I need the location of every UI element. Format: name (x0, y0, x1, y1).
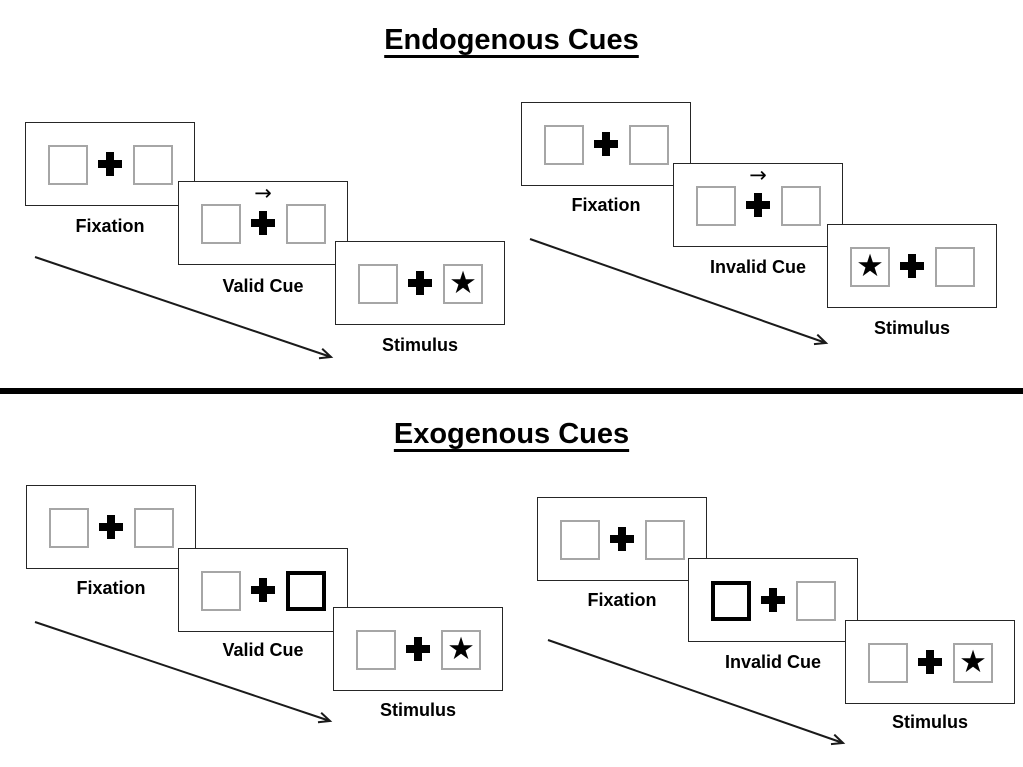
fixation-cross-icon (594, 132, 618, 156)
placeholder-box (134, 508, 174, 548)
placeholder-box (560, 520, 600, 560)
placeholder-box (286, 204, 326, 244)
fixation-cross-icon (761, 588, 785, 612)
panel-label: Fixation (75, 216, 145, 236)
panel-label: Stimulus (379, 700, 456, 720)
highlighted-cue-box (711, 581, 751, 621)
placeholder-box (781, 186, 821, 226)
screen-panel-fixation (25, 122, 195, 206)
placeholder-box: ★ (441, 630, 481, 670)
timeline-arrow (34, 621, 333, 724)
screen-panel-valid-cue: → (178, 181, 348, 265)
fixation-cross-icon (99, 515, 123, 539)
highlighted-cue-box (286, 571, 326, 611)
placeholder-box (696, 186, 736, 226)
screen-panel-invalid-cue: → (673, 163, 843, 247)
screen-panel-fixation (537, 497, 707, 581)
screen-panel-stimulus: ★ (827, 224, 997, 308)
placeholder-box (201, 204, 241, 244)
screen-panel-stimulus: ★ (335, 241, 505, 325)
panel-label: Stimulus (381, 335, 458, 355)
cue-arrow-icon: → (749, 163, 767, 187)
placeholder-box: ★ (850, 247, 890, 287)
placeholder-box (358, 264, 398, 304)
target-star-icon: ★ (449, 264, 477, 301)
screen-panel-invalid-cue (688, 558, 858, 642)
panel-label: Valid Cue (222, 276, 304, 296)
panel-label: Fixation (571, 195, 641, 215)
fixation-cross-icon (900, 254, 924, 278)
fixation-cross-icon (408, 271, 432, 295)
placeholder-box (868, 643, 908, 683)
fixation-cross-icon (746, 193, 770, 217)
screen-panel-stimulus: ★ (845, 620, 1015, 704)
target-star-icon: ★ (856, 247, 884, 284)
fixation-cross-icon (251, 578, 275, 602)
target-star-icon: ★ (447, 630, 475, 667)
section-title-exogenous: Exogenous Cues (393, 418, 630, 450)
placeholder-box (645, 520, 685, 560)
section-divider (0, 388, 1023, 394)
placeholder-box: ★ (953, 643, 993, 683)
placeholder-box (544, 125, 584, 165)
placeholder-box (935, 247, 975, 287)
screen-panel-fixation (521, 102, 691, 186)
placeholder-box (49, 508, 89, 548)
timeline-arrow (529, 238, 829, 346)
screen-panel-valid-cue (178, 548, 348, 632)
panel-label: Stimulus (873, 318, 950, 338)
cue-arrow-icon: → (254, 181, 272, 205)
placeholder-box (133, 145, 173, 185)
fixation-cross-icon (406, 637, 430, 661)
panel-label: Fixation (587, 590, 657, 610)
panel-label: Invalid Cue (709, 257, 807, 277)
timeline-arrow (34, 256, 334, 360)
screen-panel-fixation (26, 485, 196, 569)
placeholder-box (356, 630, 396, 670)
screen-panel-stimulus: ★ (333, 607, 503, 691)
placeholder-box (796, 581, 836, 621)
panel-label: Fixation (76, 578, 146, 598)
fixation-cross-icon (610, 527, 634, 551)
placeholder-box (629, 125, 669, 165)
panel-label: Stimulus (891, 712, 968, 732)
panel-label: Valid Cue (222, 640, 304, 660)
section-title-endogenous: Endogenous Cues (384, 24, 639, 56)
placeholder-box (48, 145, 88, 185)
placeholder-box: ★ (443, 264, 483, 304)
placeholder-box (201, 571, 241, 611)
fixation-cross-icon (98, 152, 122, 176)
fixation-cross-icon (251, 211, 275, 235)
panel-label: Invalid Cue (724, 652, 822, 672)
target-star-icon: ★ (959, 643, 987, 680)
fixation-cross-icon (918, 650, 942, 674)
